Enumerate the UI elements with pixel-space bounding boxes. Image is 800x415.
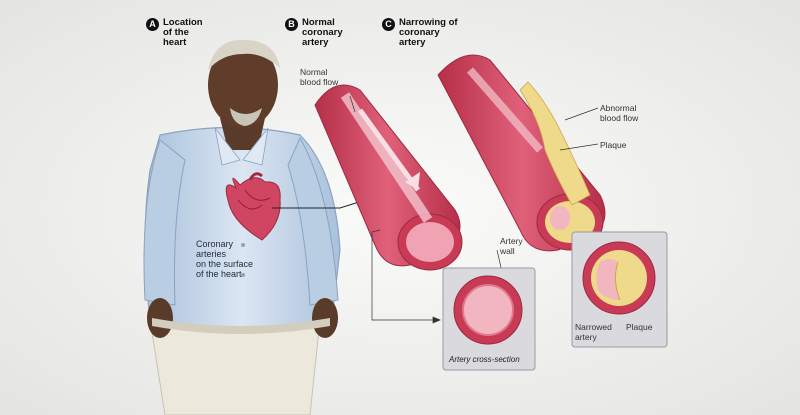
abnormal-blood-flow-label: Abnormal blood flow xyxy=(600,103,639,123)
artery-cross-section-inset xyxy=(442,267,536,371)
panel-a-title: Location of the heart xyxy=(163,17,203,48)
normal-blood-flow-label: Normal blood flow xyxy=(300,67,339,87)
narrowed-artery-label: Narrowed artery xyxy=(575,322,612,342)
artery-cross-section-caption: Artery cross-section xyxy=(449,355,520,364)
panel-c-title: Narrowing of coronary artery xyxy=(399,17,458,48)
heart-icon xyxy=(225,172,281,241)
narrowed-cross-section-inset xyxy=(571,231,668,348)
marker-a: A xyxy=(146,18,159,31)
normal-artery xyxy=(314,84,463,271)
man-figure xyxy=(143,39,341,415)
marker-c: C xyxy=(382,18,395,31)
plaque-label-bottom: Plaque xyxy=(626,322,653,332)
narrowed-artery xyxy=(437,54,606,252)
artery-wall-label: Artery wall xyxy=(500,236,523,256)
coronary-arteries-label: Coronary arteries on the surface of the … xyxy=(196,239,254,279)
panel-b-title: Normal coronary artery xyxy=(302,17,343,48)
plaque-label-top: Plaque xyxy=(600,140,627,150)
marker-b: B xyxy=(285,18,298,31)
